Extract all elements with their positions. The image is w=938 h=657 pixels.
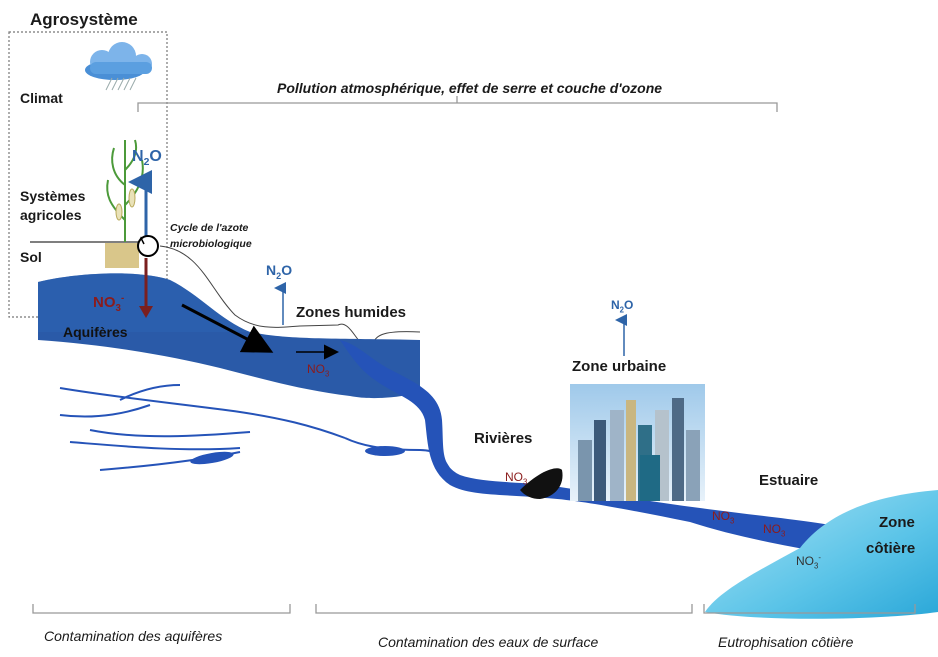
zone-cotiere-label-2: côtière (866, 540, 916, 557)
zone-urbaine-label: Zone urbaine (572, 358, 667, 375)
no3-label-estuary-1: NO3 (712, 509, 735, 526)
pollution-bracket (137, 96, 778, 112)
no3-down-arrowhead (139, 306, 153, 318)
zone-cotiere-label-1: Zone (879, 514, 915, 531)
climat-label: Climat (20, 90, 63, 106)
cycle-label-1: Cycle de l'azote (170, 222, 249, 234)
n2o-label-agro: N2O (132, 148, 162, 169)
cycle-label-2: microbiologique (170, 238, 252, 250)
rain-cloud-icon (85, 42, 152, 91)
rivieres-label: Rivières (474, 430, 533, 447)
river (340, 340, 845, 552)
caption-surface: Contamination des eaux de surface (378, 634, 599, 650)
no3-label-estuary-2: NO3 (763, 522, 786, 539)
systemes-label-2: agricoles (20, 207, 82, 223)
n2o-label-wetlands: N2O (266, 262, 293, 281)
no3-label-wetlands: NO3 (307, 362, 330, 379)
n2o-label-urban: N2O (611, 298, 634, 315)
small-lake-2 (190, 451, 234, 465)
estuaire-label: Estuaire (759, 472, 819, 489)
caption-aquiferes: Contamination des aquifères (44, 628, 223, 644)
small-lake (365, 446, 405, 456)
soil-patch (105, 243, 139, 268)
coastal-zone (705, 490, 938, 619)
cycle-icon (137, 235, 159, 257)
no3-label-river: NO3 (505, 470, 528, 487)
sol-label: Sol (20, 249, 42, 265)
zones-humides-label: Zones humides (296, 304, 407, 321)
aquifer-water-dark (38, 273, 250, 332)
agrosystem-title: Agrosystème (30, 10, 138, 29)
dam (520, 468, 563, 499)
pollution-label: Pollution atmosphérique, effet de serre … (277, 80, 663, 96)
systemes-label-1: Systèmes (20, 188, 86, 204)
bottom-brackets (32, 604, 916, 614)
no3-label-coastal: NO3- (796, 553, 821, 571)
city-skyline-icon (570, 384, 705, 501)
tributaries (59, 384, 451, 471)
flow-arrow-1 (181, 303, 274, 353)
caption-cotiere: Eutrophisation côtière (718, 634, 854, 650)
no3-label-aquifer: NO3- (93, 293, 125, 314)
aquiferes-label: Aquifères (63, 324, 128, 340)
